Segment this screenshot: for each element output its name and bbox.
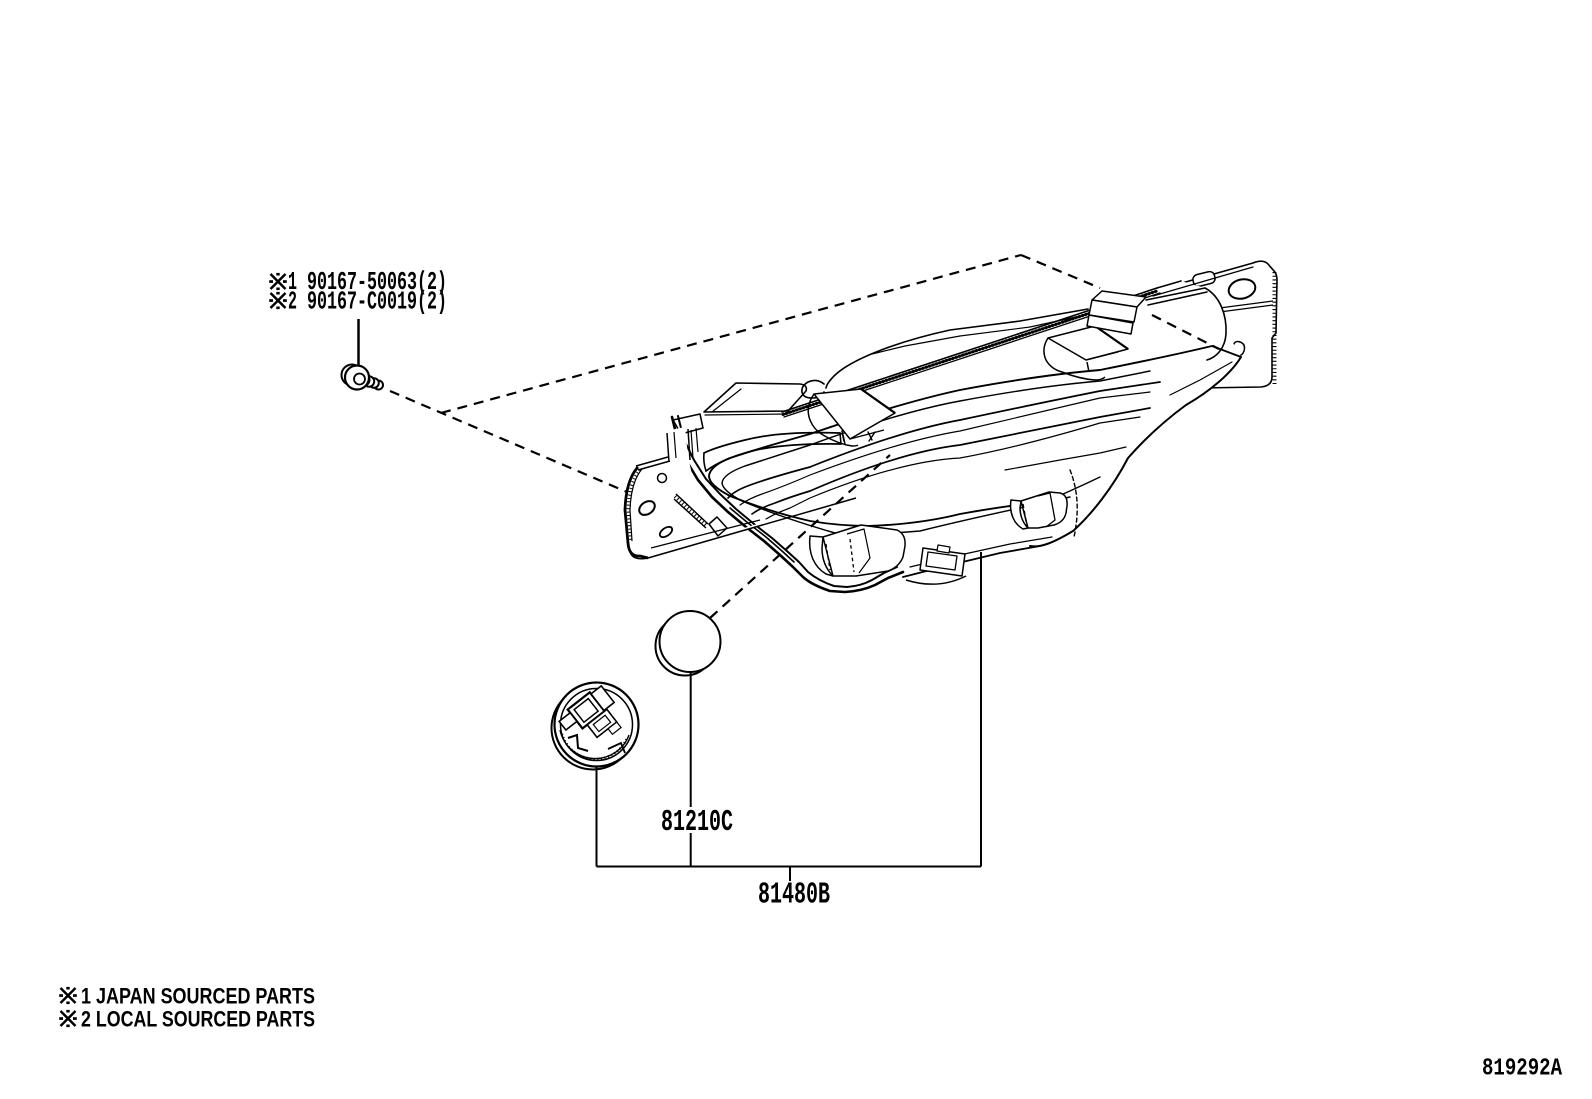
svg-text:81210C: 81210C [661,805,733,840]
svg-text:1: 1 [288,267,297,297]
svg-text:90167-C0019(2): 90167-C0019(2) [307,287,447,317]
svg-text:2: 2 [288,287,297,317]
svg-text:2 LOCAL SOURCED PARTS: 2 LOCAL SOURCED PARTS [81,1007,315,1032]
svg-text:819292A: 819292A [1482,1056,1562,1083]
svg-text:81480B: 81480B [758,878,830,913]
svg-text:90167-50063(2): 90167-50063(2) [307,267,447,297]
svg-text:1 JAPAN SOURCED PARTS: 1 JAPAN SOURCED PARTS [81,984,315,1009]
